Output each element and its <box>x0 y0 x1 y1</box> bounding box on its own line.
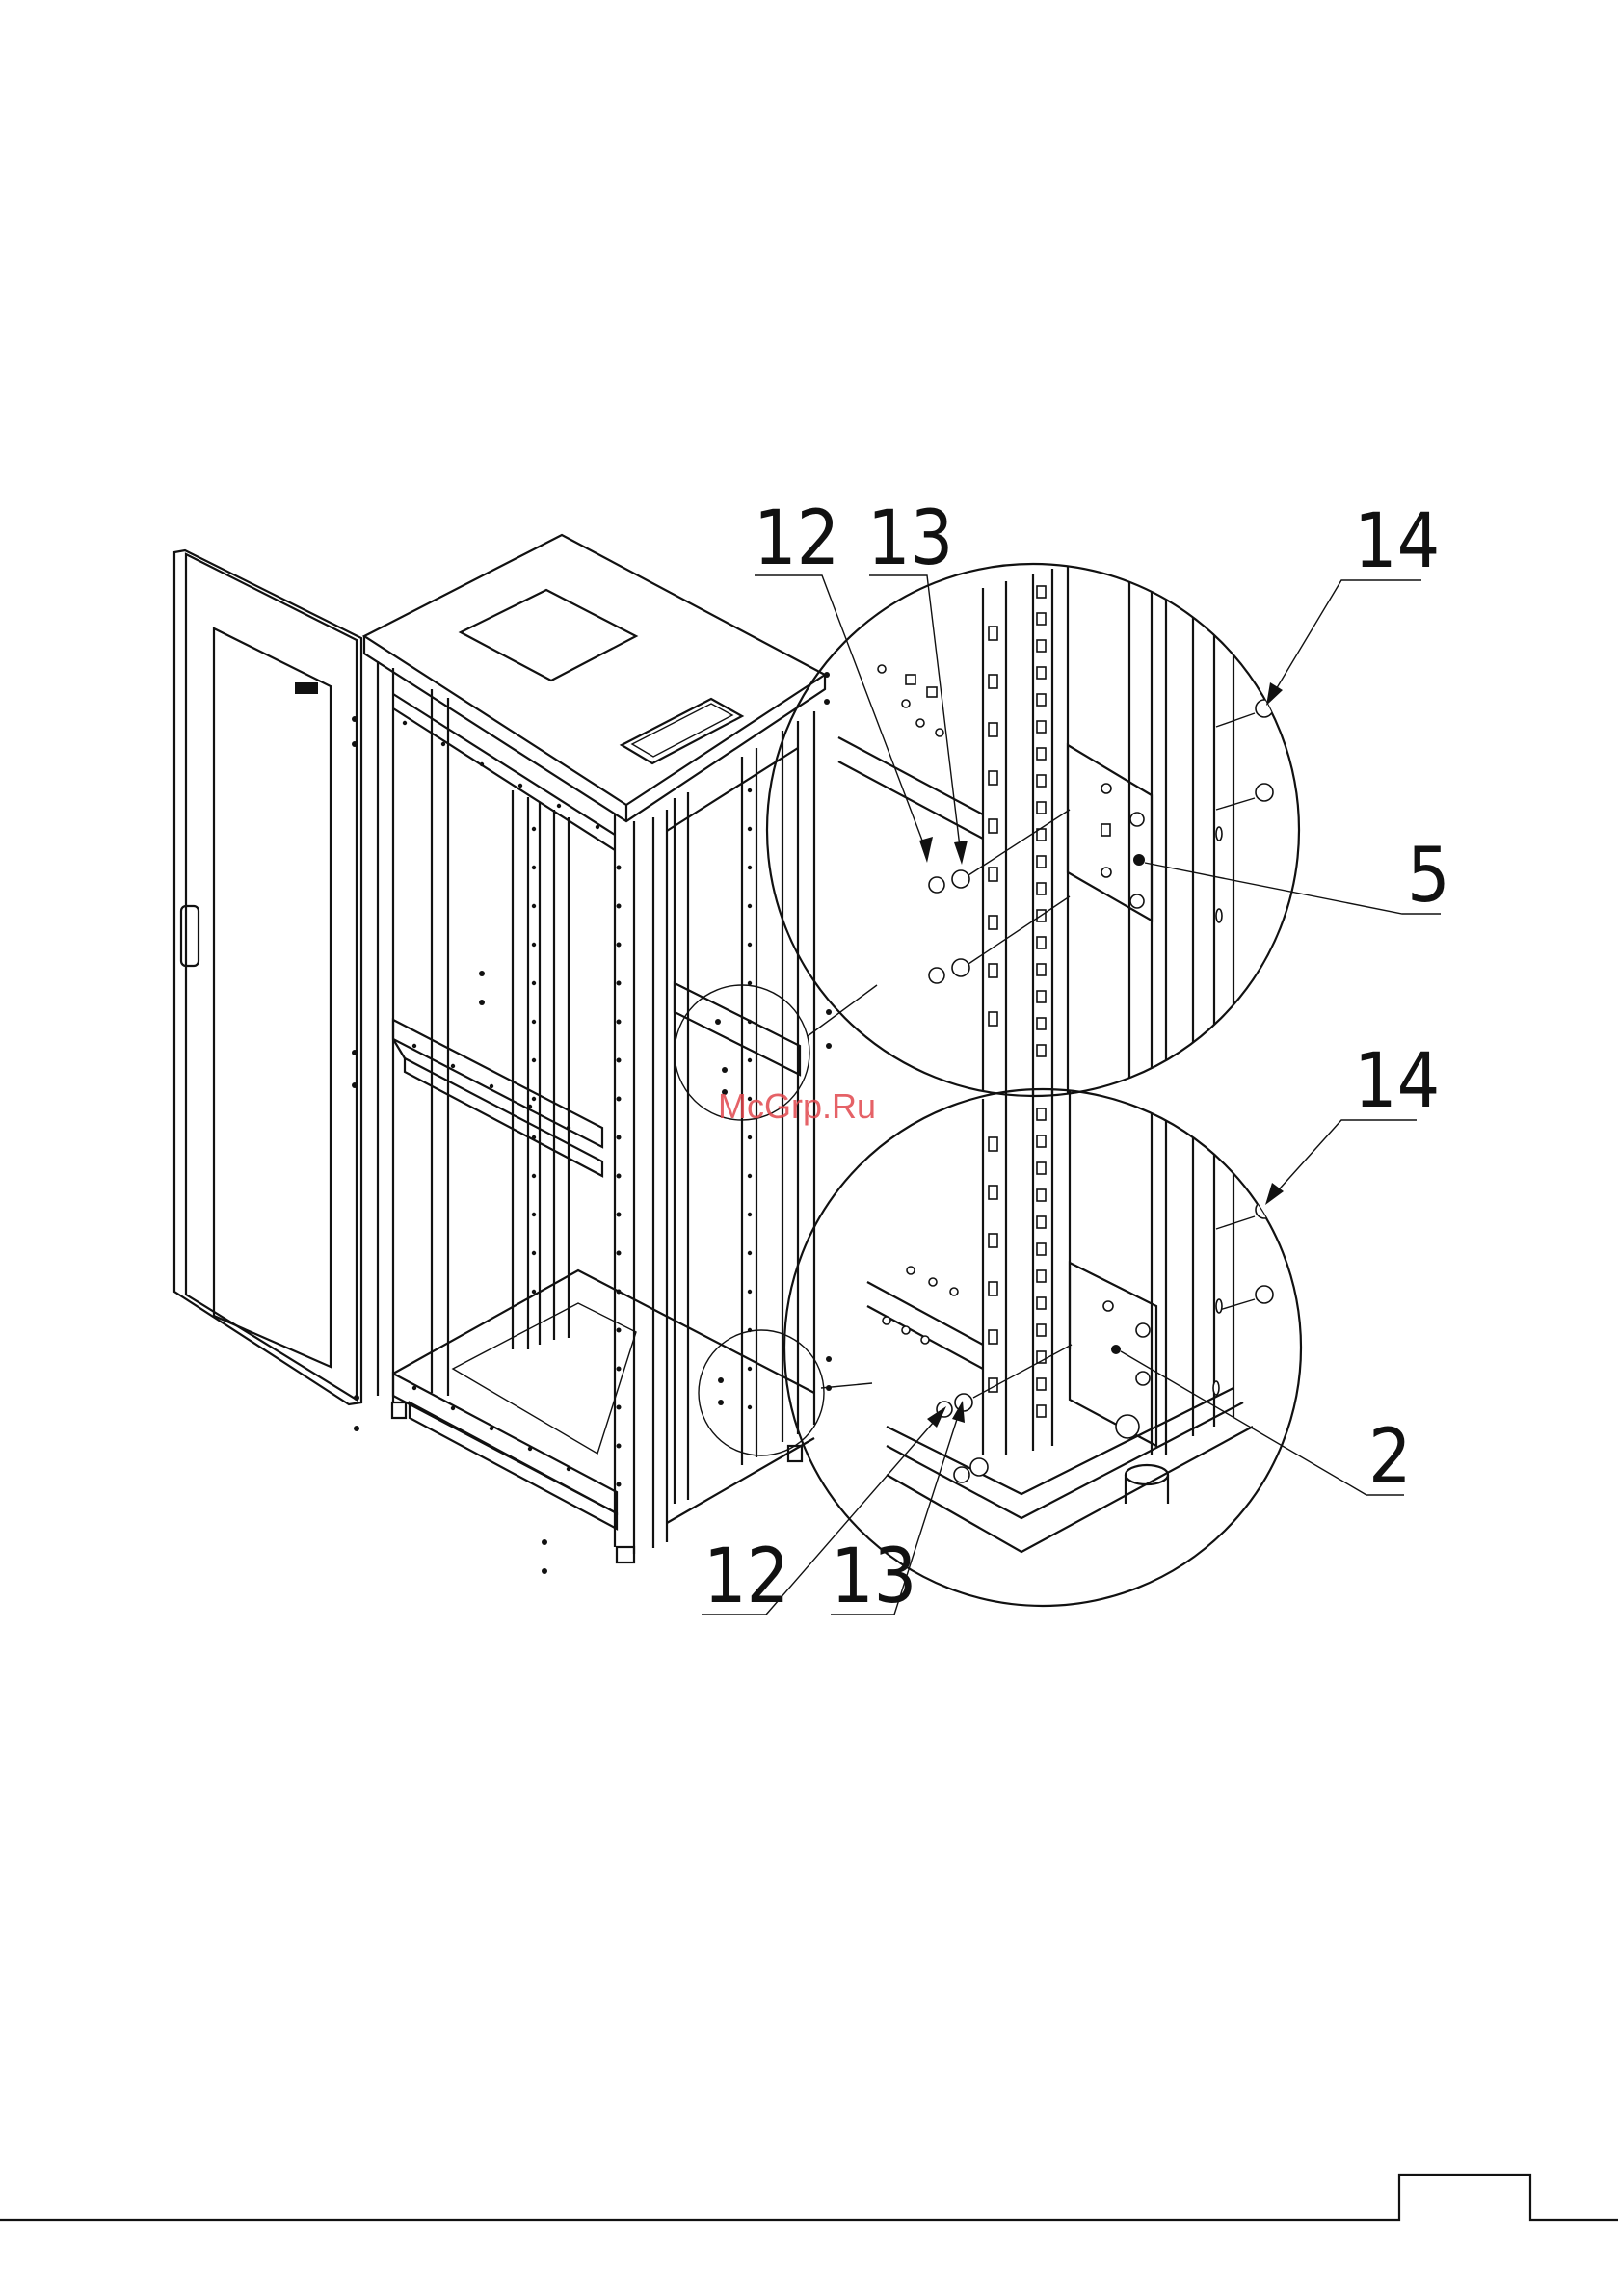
page-footer-border <box>0 2175 1618 2220</box>
callout-12-bottom: 12 <box>703 1534 789 1620</box>
cabinet-frame <box>352 535 877 1574</box>
detail-view-bottom <box>784 1087 1301 1606</box>
cabinet-door <box>174 550 361 1404</box>
callout-12-top: 12 <box>754 495 839 582</box>
detail-view-top <box>767 564 1299 1099</box>
door-handle <box>181 906 199 966</box>
watermark: McGrp.Ru <box>718 1086 876 1126</box>
detail-marker-bottom <box>699 1330 824 1455</box>
callout-5: 5 <box>1407 833 1450 920</box>
callout-labels: 12 13 14 5 14 2 12 13 <box>703 495 1450 1620</box>
callout-14-top: 14 <box>1354 498 1440 585</box>
callout-2: 2 <box>1368 1414 1412 1501</box>
callout-13-bottom: 13 <box>831 1534 916 1620</box>
callout-13-top: 13 <box>867 495 953 582</box>
callout-14-middle: 14 <box>1354 1038 1440 1125</box>
